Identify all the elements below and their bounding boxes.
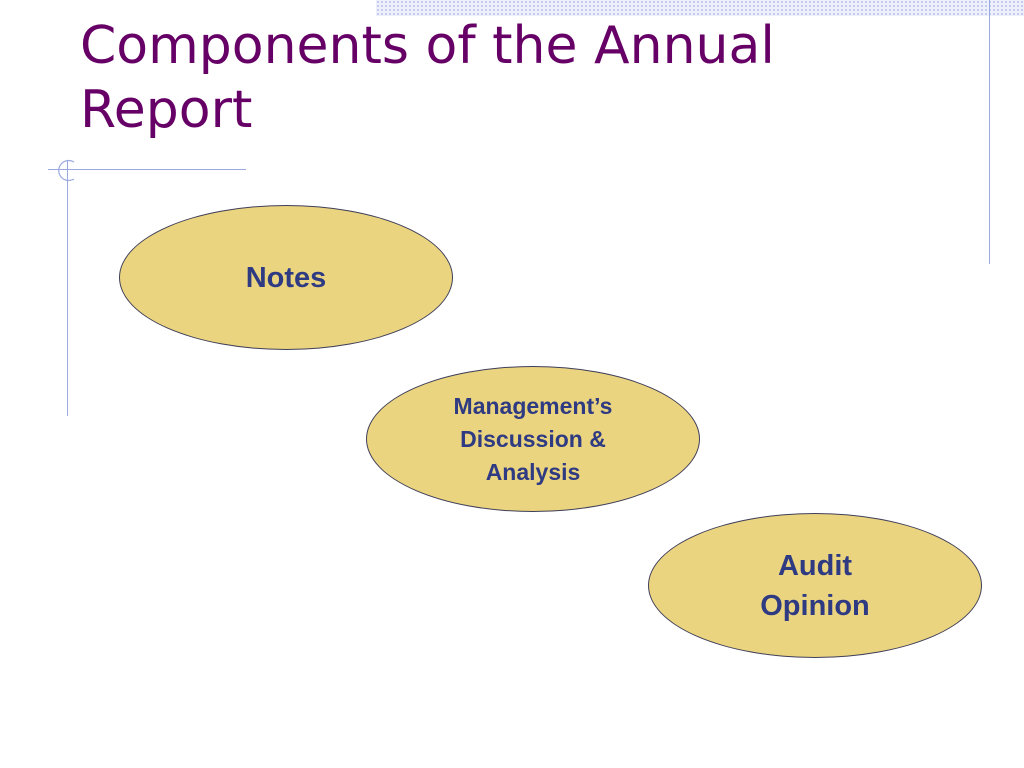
component-ellipse-notes: Notes xyxy=(119,205,453,350)
decorative-horizontal-line xyxy=(48,169,246,170)
component-ellipse-mdna: Management’s Discussion & Analysis xyxy=(366,366,700,512)
component-label: Management’s Discussion & Analysis xyxy=(453,392,613,485)
decorative-vertical-line-right xyxy=(989,0,990,264)
component-label: Audit Opinion xyxy=(760,549,870,622)
component-ellipse-audit-opinion: Audit Opinion xyxy=(648,513,982,658)
component-label: Notes xyxy=(245,261,327,294)
slide-title: Components of the Annual Report xyxy=(80,16,775,140)
decorative-vertical-line-left xyxy=(67,160,68,416)
circle-ornament-icon xyxy=(58,159,75,182)
decorative-hatch-band xyxy=(376,0,1024,16)
